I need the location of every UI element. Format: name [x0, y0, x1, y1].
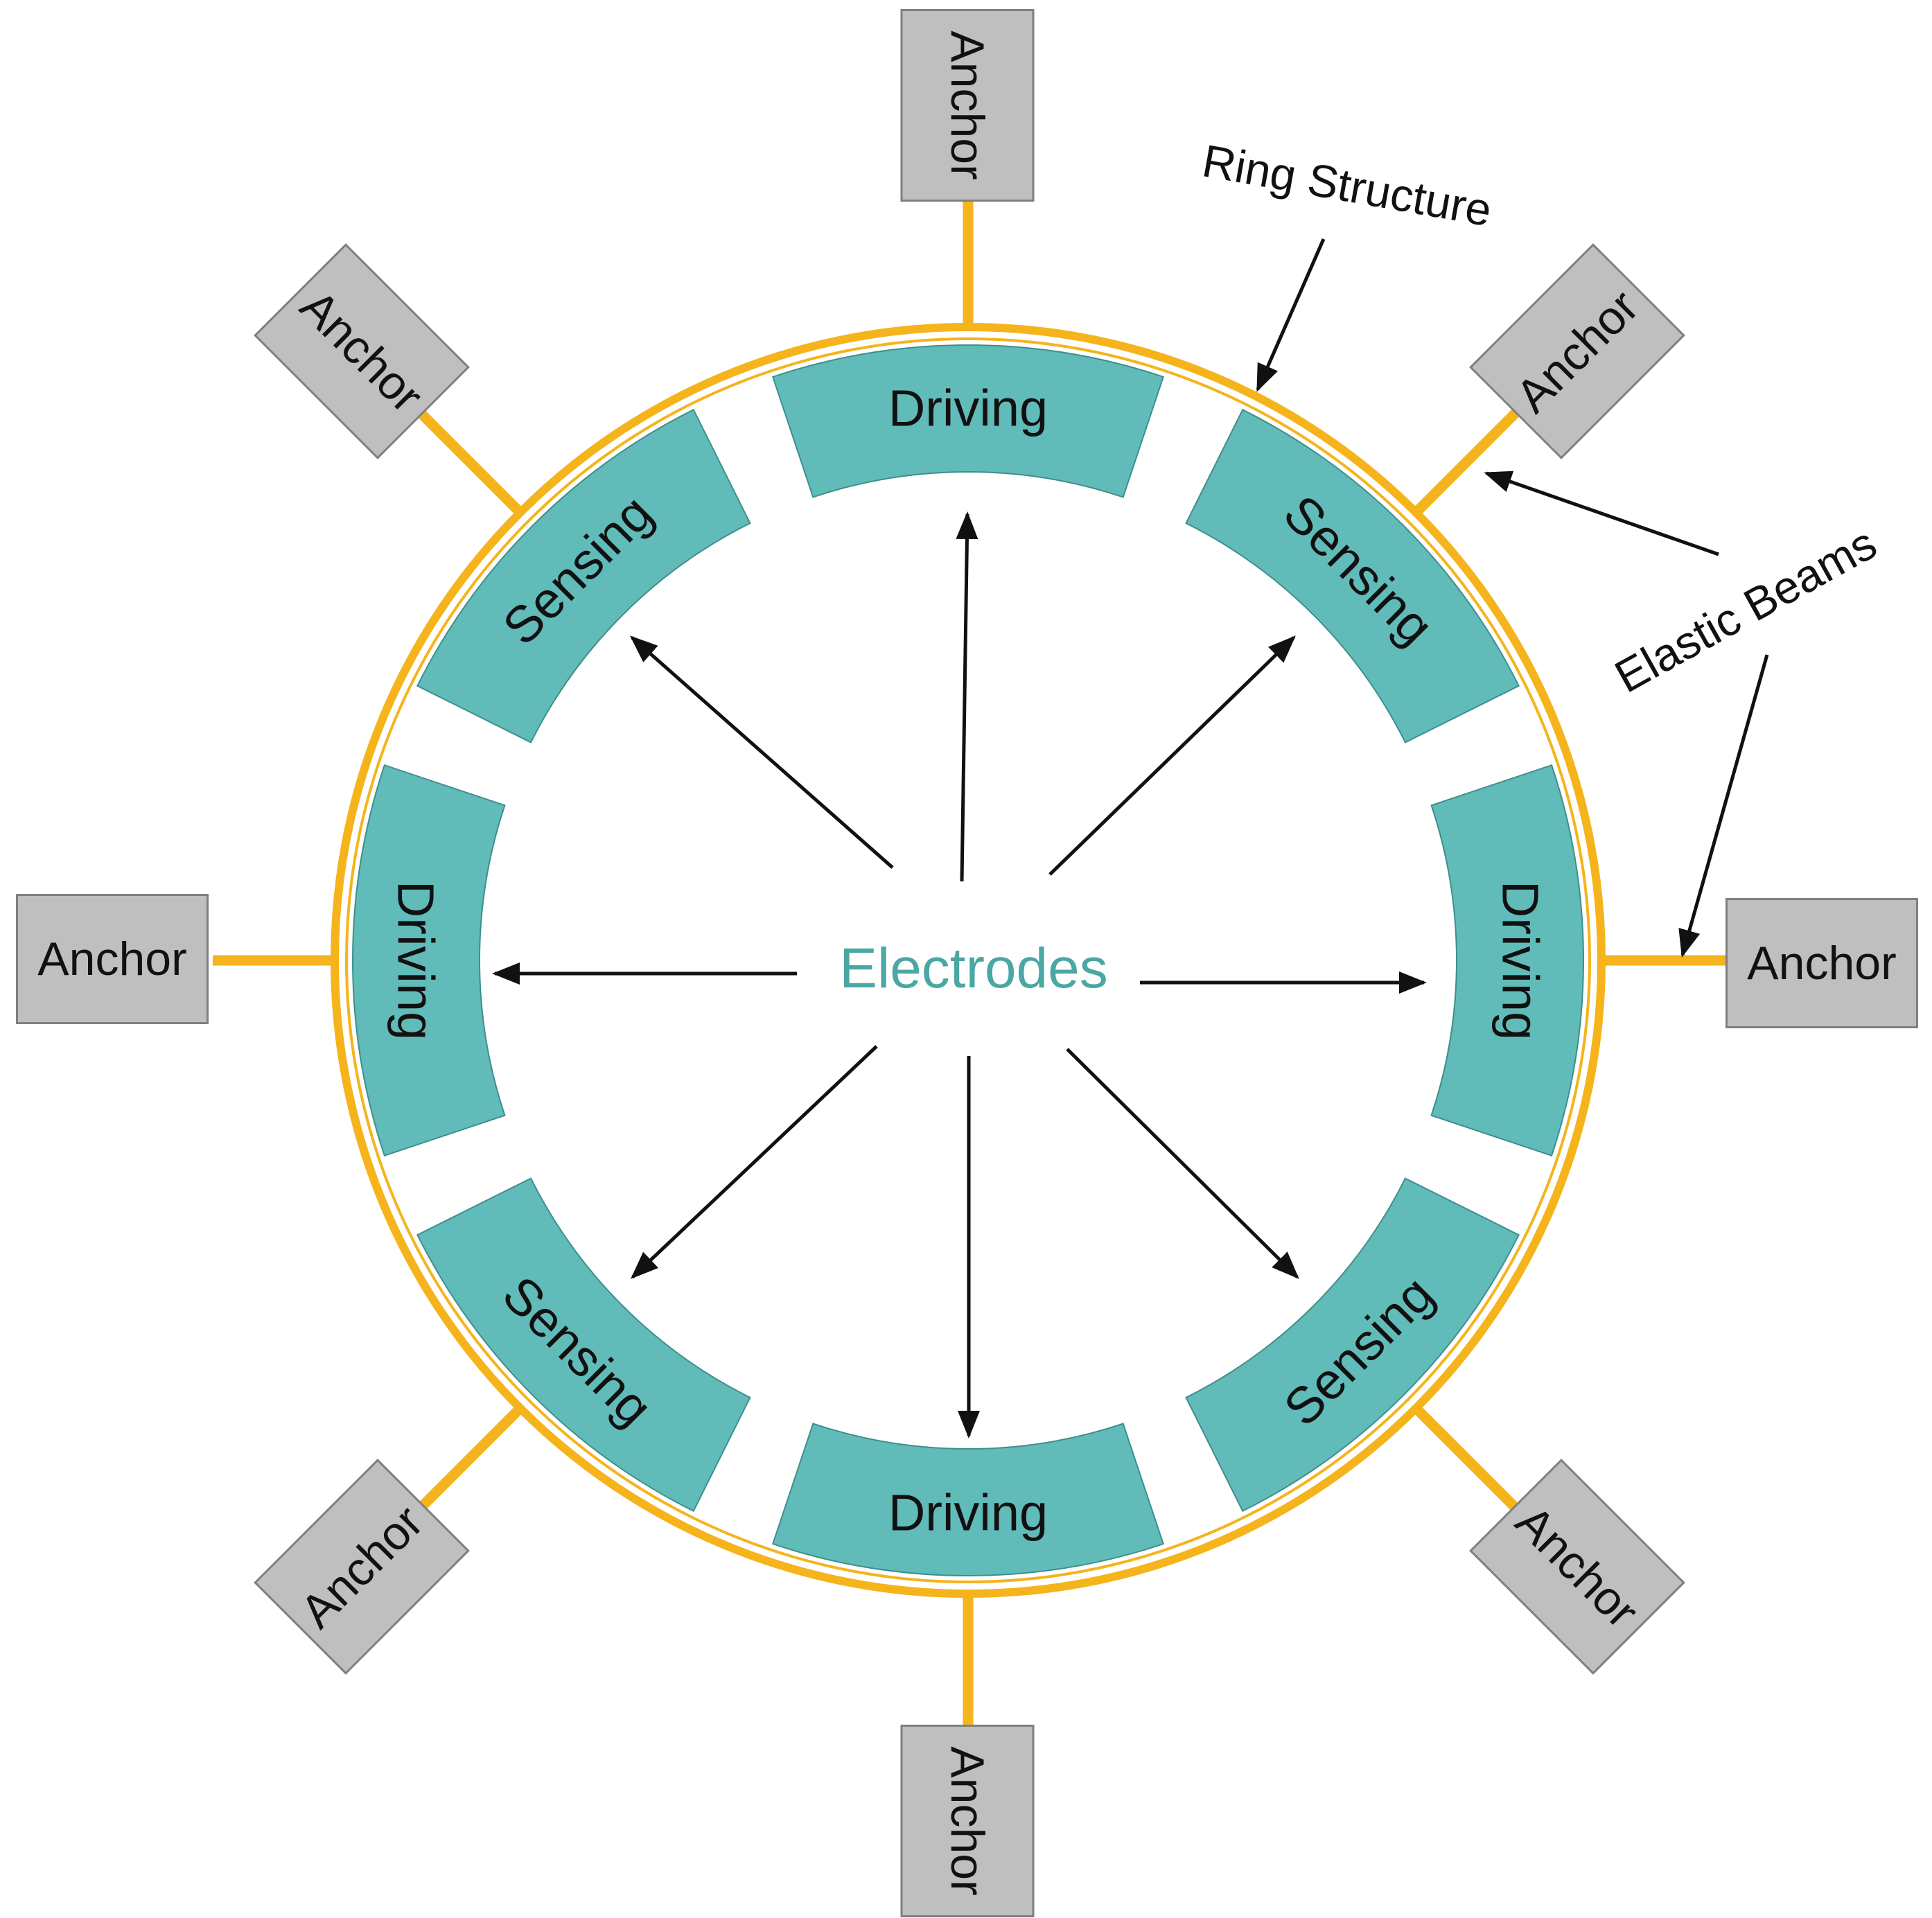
electrode-arrows — [492, 511, 1427, 1438]
electrode-arrow — [1066, 1048, 1299, 1279]
electrode-arrow — [631, 1045, 878, 1279]
electrode-segment — [771, 344, 1165, 498]
anchor-box — [900, 9, 1035, 202]
electrode-label: Driving — [1492, 881, 1549, 1040]
electrode-label: Driving — [387, 881, 445, 1040]
anchor-label: Anchor — [1747, 937, 1896, 989]
electrode-label: Driving — [888, 380, 1048, 437]
electrode-arrow — [630, 635, 894, 869]
anchor-box — [16, 894, 209, 1024]
elastic-beams-arrow-lower — [1678, 654, 1769, 958]
anchor-box — [254, 1459, 470, 1675]
anchor-box — [1725, 898, 1918, 1028]
ring-structure-arrow — [1256, 238, 1326, 392]
anchor-block: Anchor — [900, 1725, 1035, 1917]
elastic-beam — [410, 1404, 525, 1518]
electrode-segment — [416, 1177, 751, 1513]
elastic-beam — [1412, 1404, 1526, 1518]
elastic-beams-arrow-upper — [1484, 470, 1719, 556]
anchor-label: Anchor — [941, 1746, 994, 1895]
ring-outer-band — [331, 323, 1606, 1598]
elastic-beams-label: Elastic Beams — [1606, 517, 1885, 702]
elastic-beam — [1412, 403, 1526, 517]
elastic-beams — [213, 200, 1732, 1727]
electrode-label: Driving — [888, 1484, 1048, 1542]
anchor-block: Anchor — [900, 9, 1035, 202]
electrode-segment — [1185, 1177, 1520, 1513]
anchor-box — [900, 1725, 1035, 1917]
anchor-label: Anchor — [941, 30, 994, 179]
electrode-segment — [1185, 408, 1520, 744]
electrode-arrow — [956, 511, 978, 882]
electrode-segment — [771, 1423, 1165, 1576]
elastic-beam — [410, 403, 525, 517]
electrode-segment — [416, 408, 751, 744]
anchor-block: Anchor — [16, 894, 209, 1024]
electrodes: DrivingSensingDrivingSensingDrivingSensi… — [351, 344, 1584, 1576]
ring-structure-label: Ring Structure — [1199, 134, 1495, 236]
anchors: AnchorAnchorAnchorAnchorAnchorAnchorAnch… — [16, 9, 1918, 1917]
electrode-segment — [351, 764, 506, 1157]
ring-inner-band — [345, 337, 1591, 1583]
anchor-box — [1469, 243, 1685, 459]
anchor-block: Anchor — [1725, 898, 1918, 1028]
electrode-segment — [1430, 764, 1584, 1157]
electrode-arrow — [1048, 635, 1296, 876]
ring-structure — [331, 323, 1606, 1598]
center-label: Electrodes — [839, 937, 1107, 1000]
anchor-label: Anchor — [37, 933, 186, 985]
anchor-box — [254, 243, 470, 459]
anchor-box — [1469, 1459, 1685, 1675]
